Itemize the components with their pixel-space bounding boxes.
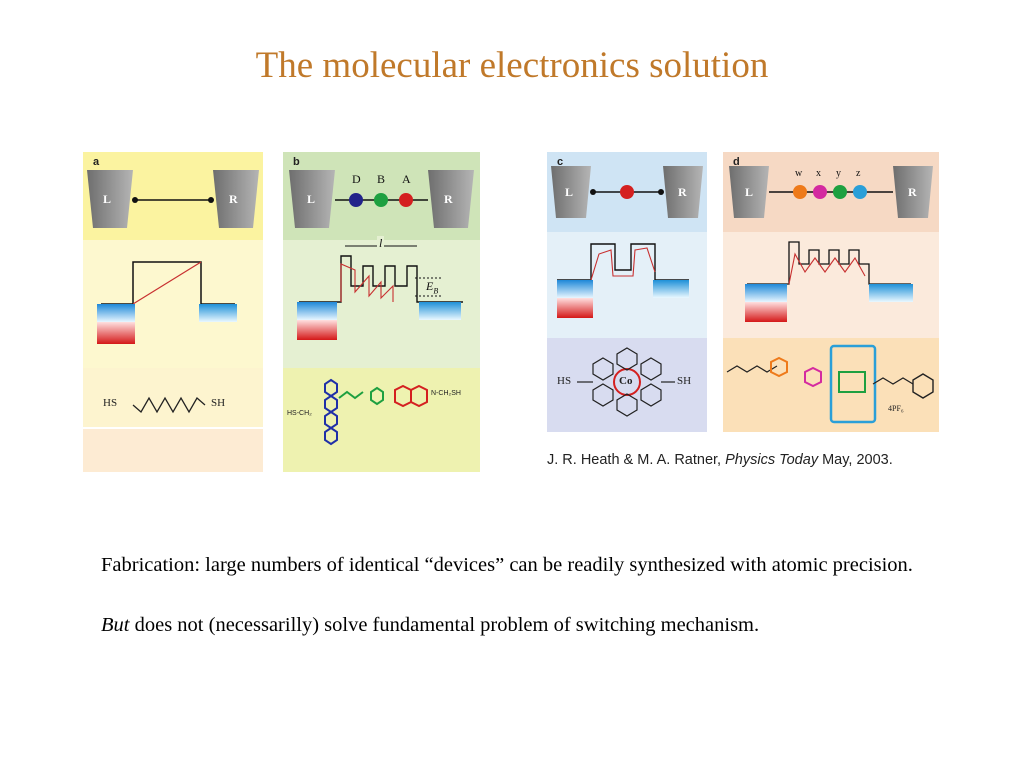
panel-b-length-label: l xyxy=(377,236,385,251)
panel-b: b L R D B A l EB HS-CH₂ N-CH₂SH xyxy=(283,152,480,472)
body-switching-text: does not (necessarilly) solve fundamenta… xyxy=(129,614,760,636)
panel-c-chem-center: Co xyxy=(619,375,633,387)
panel-b-electrode-left: L xyxy=(307,192,316,206)
slide-title: The molecular electronics solution xyxy=(255,45,769,86)
panel-d-electrode-right: R xyxy=(908,185,917,199)
panel-c-electrode-left: L xyxy=(565,185,574,199)
panel-a: a L R HS SH xyxy=(83,152,263,472)
panel-b-barrier-subscript: B xyxy=(433,286,439,296)
figure-molecular-electronics: a L R HS SH xyxy=(70,145,942,480)
panel-b-electrode-right: R xyxy=(444,192,453,206)
panel-d-unit-y: y xyxy=(836,168,841,179)
panel-b-unit-d: D xyxy=(352,172,361,186)
panel-b-barrier-label: EB xyxy=(426,279,438,295)
panel-c: c L R Co HS SH xyxy=(547,152,707,432)
panel-b-chem-left: HS-CH₂ xyxy=(287,410,312,417)
panel-a-chem-right: SH xyxy=(211,397,226,409)
panel-c-chem-right: SH xyxy=(677,375,692,387)
panel-d-graphic xyxy=(723,152,939,432)
panel-b-label: b xyxy=(293,156,300,168)
panel-c-electrode-right: R xyxy=(678,185,687,199)
panel-b-unit-b: B xyxy=(377,172,386,186)
panel-d-unit-x: x xyxy=(816,168,821,179)
panel-d-electrode-left: L xyxy=(745,185,754,199)
body-text: Fabrication: large numbers of identical … xyxy=(101,550,961,640)
panel-d-unit-w: w xyxy=(795,168,803,179)
panel-c-graphic xyxy=(547,152,707,432)
credit-date: May, 2003. xyxy=(818,452,893,468)
panel-d: d L R w x y z 4PF₆ xyxy=(723,152,939,432)
panel-a-graphic xyxy=(83,152,263,472)
panel-d-unit-z: z xyxy=(856,168,861,179)
panel-b-chem-right: N-CH₂SH xyxy=(431,390,461,397)
panel-c-chem-left: HS xyxy=(557,375,572,387)
panel-a-chem-left: HS xyxy=(103,397,118,409)
panel-a-electrode-right: R xyxy=(229,192,238,206)
panel-a-label: a xyxy=(93,156,100,168)
credit-authors: J. R. Heath & M. A. Ratner, xyxy=(547,452,726,468)
body-paragraph-fabrication: Fabrication: large numbers of identical … xyxy=(101,554,913,576)
credit-journal: Physics Today xyxy=(725,452,819,468)
panel-a-electrode-left: L xyxy=(103,192,112,206)
panel-c-label: c xyxy=(557,156,564,168)
panel-b-graphic xyxy=(283,152,480,472)
panel-b-barrier-symbol: E xyxy=(426,279,434,293)
figure-credit: J. R. Heath & M. A. Ratner, Physics Toda… xyxy=(547,452,893,468)
panel-d-counterion: 4PF₆ xyxy=(888,404,904,413)
panel-d-label: d xyxy=(733,156,740,168)
panel-b-unit-a: A xyxy=(402,172,411,186)
body-emphasis: But xyxy=(101,614,130,636)
body-paragraph-switching: But does not (necessarilly) solve fundam… xyxy=(101,610,961,640)
